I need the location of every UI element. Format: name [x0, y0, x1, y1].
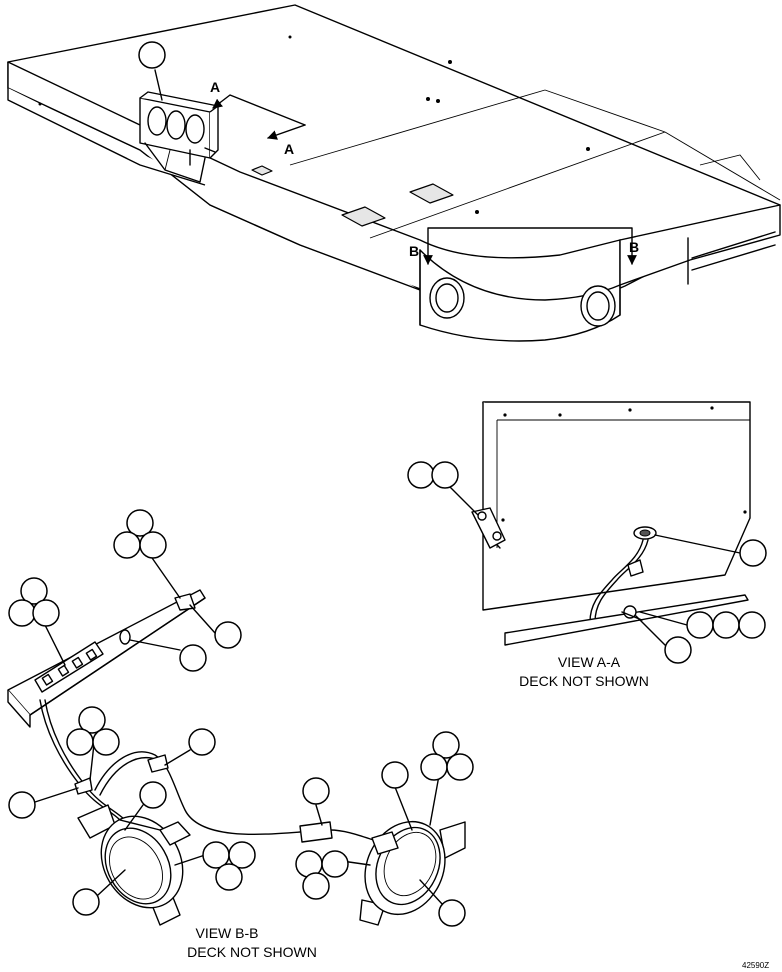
callout-balloon [139, 531, 167, 559]
callout-balloon [446, 753, 474, 781]
callout-balloon [712, 611, 740, 639]
callout-balloon [438, 899, 466, 927]
callout-balloon [432, 731, 460, 759]
view-bb-drawing [7, 589, 466, 926]
callout-balloon [179, 644, 207, 672]
callout-balloon [381, 761, 409, 789]
callout-balloon [321, 850, 349, 878]
callout-balloon [214, 621, 242, 649]
callout-balloon [8, 599, 36, 627]
left-light [77, 804, 191, 926]
view-aa-title: VIEW A-A [558, 654, 621, 670]
callout-balloon [664, 636, 692, 664]
section-a-label-1: A [210, 79, 220, 95]
callout-balloon [739, 539, 767, 567]
callout-balloon [72, 888, 100, 916]
section-b-label-2: B [629, 239, 639, 255]
callout-balloon [420, 753, 448, 781]
callout-balloon [686, 611, 714, 639]
callout-balloon [738, 611, 766, 639]
callout-balloon [92, 728, 120, 756]
callout-balloon [126, 509, 154, 537]
deck-assembly [7, 4, 781, 342]
callout-balloons [8, 41, 767, 927]
view-aa-drawing [471, 401, 751, 646]
callout-balloon [215, 863, 243, 891]
callout-balloon [431, 461, 459, 489]
figure-number: 42590Z [742, 961, 769, 970]
callout-balloon [407, 461, 435, 489]
callout-balloon [66, 728, 94, 756]
callout-balloon [8, 791, 36, 819]
callout-balloon [32, 599, 60, 627]
section-a-label-2: A [284, 141, 294, 157]
callout-balloon [302, 777, 330, 805]
view-bb-title: VIEW B-B [195, 925, 258, 941]
view-bb-note: DECK NOT SHOWN [187, 944, 317, 960]
callout-balloon [228, 841, 256, 869]
callout-balloon [138, 41, 166, 69]
callout-balloon [188, 728, 216, 756]
section-b-label-1: B [409, 243, 419, 259]
callout-balloon [302, 872, 330, 900]
callout-balloon [113, 531, 141, 559]
view-aa-note: DECK NOT SHOWN [519, 673, 649, 689]
callout-balloon [78, 706, 106, 734]
callout-balloon [20, 577, 48, 605]
callout-balloon [139, 781, 167, 809]
